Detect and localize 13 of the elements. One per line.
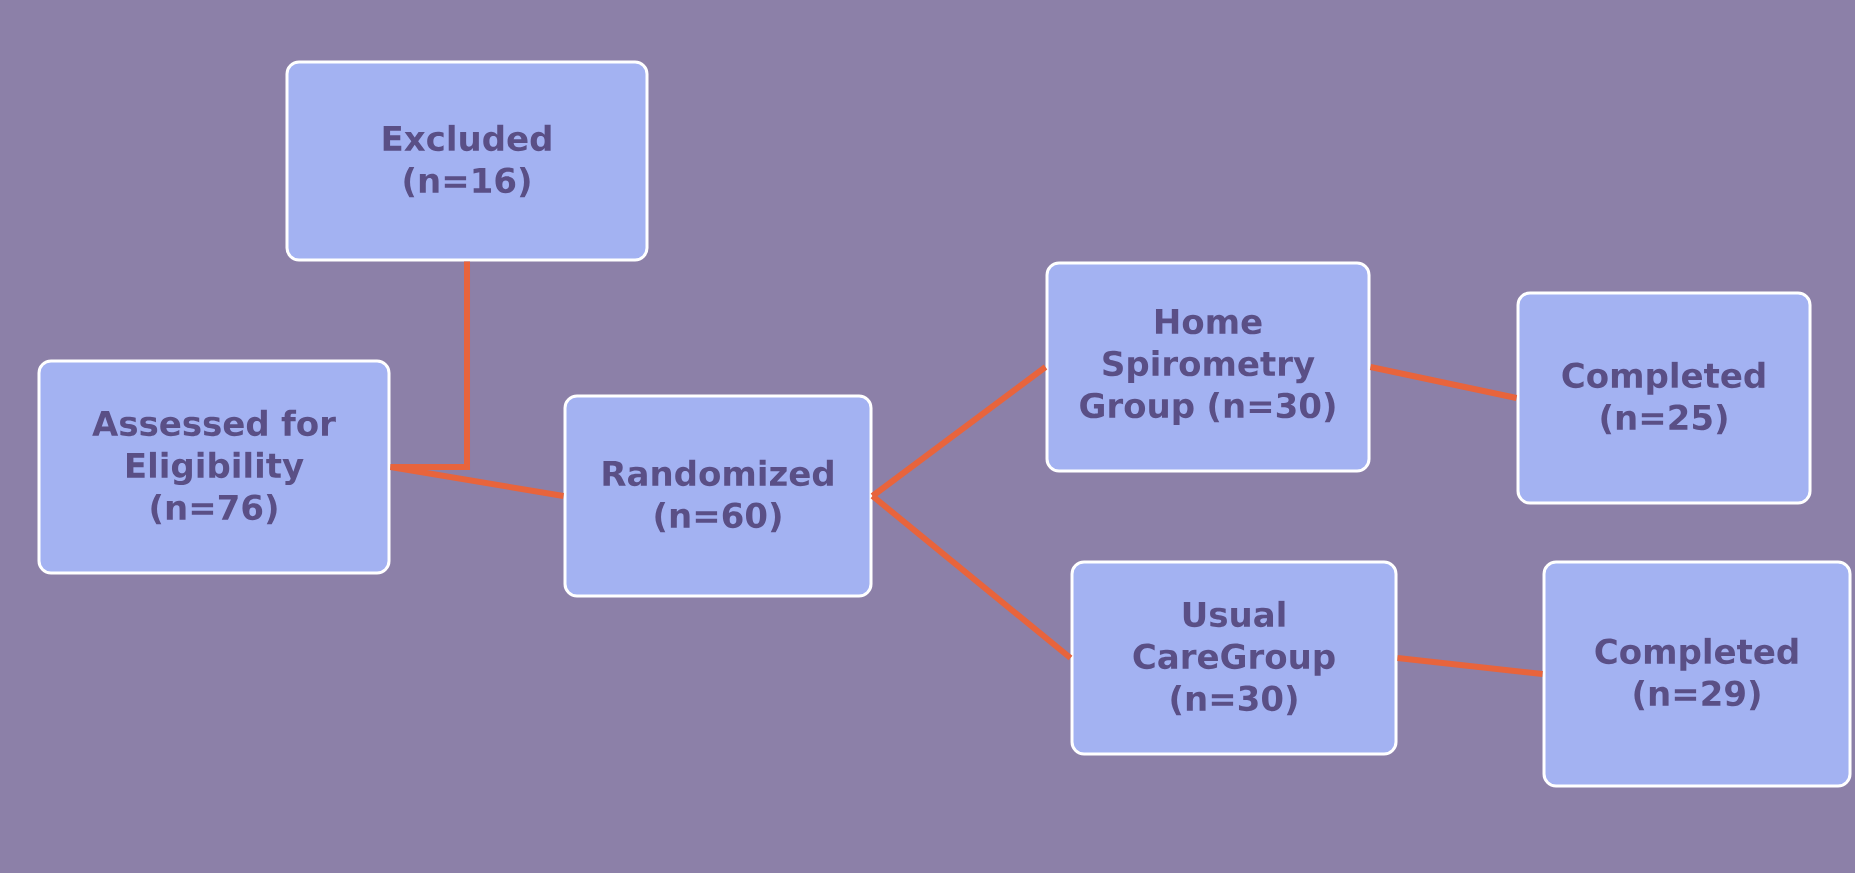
- connector-line: [1369, 364, 1518, 401]
- process-box: Assessed for Eligibility (n=76): [37, 359, 391, 575]
- connector-line: [870, 364, 1048, 499]
- process-box: Randomized (n=60): [563, 394, 873, 598]
- process-box: Completed (n=29): [1542, 560, 1852, 788]
- connector-line: [870, 493, 1073, 661]
- process-box: Completed (n=25): [1516, 291, 1812, 505]
- connector-line: [1397, 655, 1543, 677]
- process-box: Home Spirometry Group (n=30): [1045, 261, 1371, 473]
- connector-line: [390, 464, 564, 499]
- process-box: Excluded (n=16): [285, 60, 649, 262]
- connector-line: [390, 261, 470, 470]
- process-box: Usual CareGroup (n=30): [1070, 560, 1398, 756]
